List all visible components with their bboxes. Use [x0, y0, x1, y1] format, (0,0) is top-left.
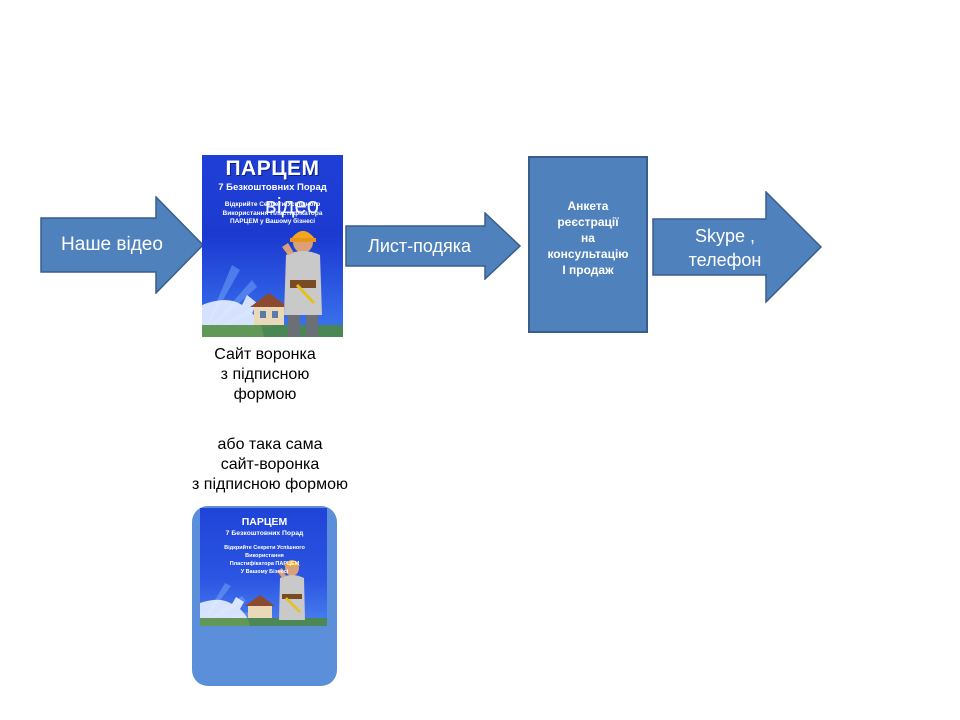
- cover-video-overlay: відео: [265, 193, 319, 218]
- arrow-right-icon: [652, 191, 823, 304]
- alt-cover-title: ПАРЦЕМ: [241, 516, 288, 528]
- caption-funnel-site: Сайт воронка з підписною формою: [214, 346, 316, 403]
- cover-title: ПАРЦЕМ: [225, 157, 320, 180]
- registration-form-label: Анкета реєстрації на консультацію І прод…: [547, 198, 629, 277]
- alt-cover-subtitle: 7 Безкоштовних Порад: [225, 530, 304, 537]
- alt-cover-body-text: Відкрийте Секрети Успішного Використання…: [224, 545, 305, 575]
- arrow-skype-phone-label: Skype , телефон: [688, 226, 762, 270]
- arrow-right-icon: [40, 196, 205, 294]
- cover-body-text: Відкрийте Секрети Успішного Використання…: [222, 201, 323, 225]
- alternative-funnel-cover-image: ПАРЦЕМ 7 Безкоштовних Порад Відкрийте Се…: [192, 506, 337, 686]
- arrow-our-video-label: Наше відео: [61, 234, 163, 255]
- caption-alternative-funnel: або така сама сайт-воронка з підписною ф…: [192, 436, 348, 493]
- arrow-thank-you-letter-label: Лист-подяка: [368, 235, 471, 256]
- cover-artwork: [202, 231, 343, 337]
- cover-artwork: [200, 560, 327, 626]
- registration-form-box: Анкета реєстрації на консультацію І прод…: [528, 156, 648, 333]
- cover-subtitle: 7 Безкоштовних Порад: [218, 182, 327, 193]
- funnel-page-cover-image: ПАРЦЕМ 7 Безкоштовних Порад Відкрийте Се…: [202, 155, 343, 337]
- cover-panel: [200, 508, 327, 626]
- arrow-right-icon: [345, 212, 522, 280]
